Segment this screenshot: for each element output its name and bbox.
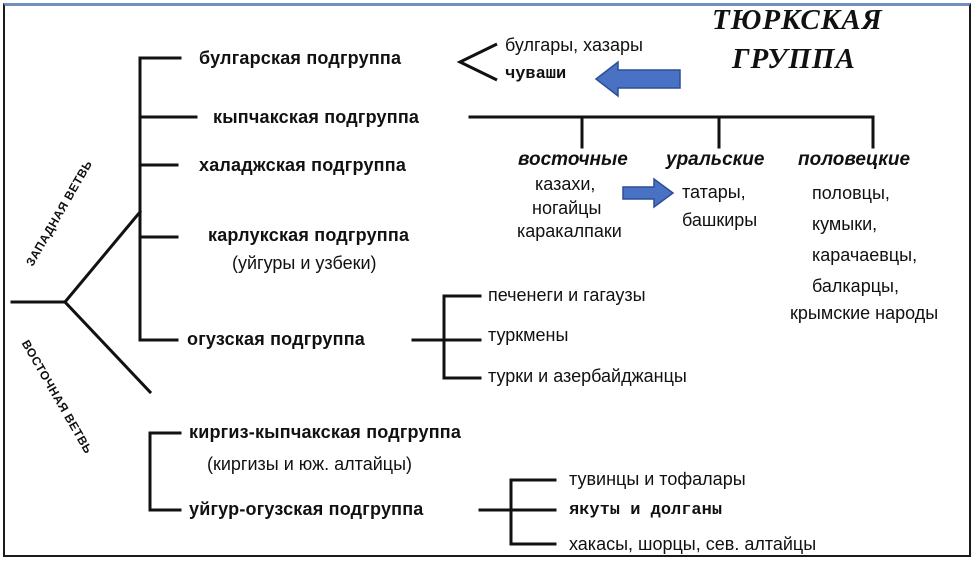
subgroup-kyrgyz-kipchak: киргиз-кыпчакская подгруппа (189, 422, 462, 442)
eastern-branch-line (62, 299, 153, 395)
people-khakas-shors: хакасы, шорцы, сев. алтайцы (569, 534, 817, 554)
western-branch-line (62, 209, 143, 305)
people-nogai: ногайцы (532, 198, 602, 218)
subgroup-karluk: карлукская подгруппа (208, 225, 410, 245)
subgroup-oghuz: огузская подгруппа (187, 329, 365, 349)
arrow-chuvash (594, 60, 681, 98)
category-eastern: восточные (518, 149, 628, 170)
people-karachays: карачаевцы, (812, 245, 918, 265)
people-bulgars-khazars: булгары, хазары (505, 35, 643, 55)
subgroup-kipchak: кыпчакская подгруппа (213, 107, 420, 127)
karluk-note: (уйгуры и узбеки) (232, 253, 377, 273)
people-chuvash: чуваши (505, 65, 567, 84)
people-karakalpak: каракалпаки (517, 221, 622, 241)
subgroup-uyghur-oghuz: уйгур-огузская подгруппа (189, 499, 424, 519)
category-polovtsian: половецкие (798, 149, 911, 170)
title-line-2: ГРУППА (732, 43, 856, 75)
people-pechenegs-gagauz: печенеги и гагаузы (488, 285, 646, 305)
kyrgyz-kipchak-note: (киргизы и юж. алтайцы) (207, 454, 413, 474)
people-kumyks: кумыки, (812, 214, 878, 234)
people-turkmens: туркмены (488, 325, 569, 345)
people-yakuts-dolgans: якуты и долганы (569, 501, 723, 520)
people-polovtsy: половцы, (812, 183, 890, 203)
subgroup-khalaj: халаджская подгруппа (199, 155, 407, 175)
frame-border (3, 3, 971, 557)
people-bashkirs: башкиры (682, 210, 758, 230)
people-turks-azerbaijanis: турки и азербайджанцы (488, 366, 687, 386)
people-tuvans-tofalars: тувинцы и тофалары (569, 469, 746, 489)
bulgar-chevron (456, 42, 498, 82)
people-crimean: крымские народы (790, 303, 939, 323)
title-line-1: ТЮРКСКАЯ (712, 4, 883, 36)
arrow-kazakh-to-tatar (622, 177, 675, 209)
people-kazakh: казахи, (535, 174, 596, 194)
people-tatars: татары, (682, 182, 746, 202)
category-ural: уральские (666, 149, 765, 170)
people-balkars: балкарцы, (812, 276, 899, 296)
subgroup-bulgar: булгарская подгруппа (199, 48, 402, 68)
